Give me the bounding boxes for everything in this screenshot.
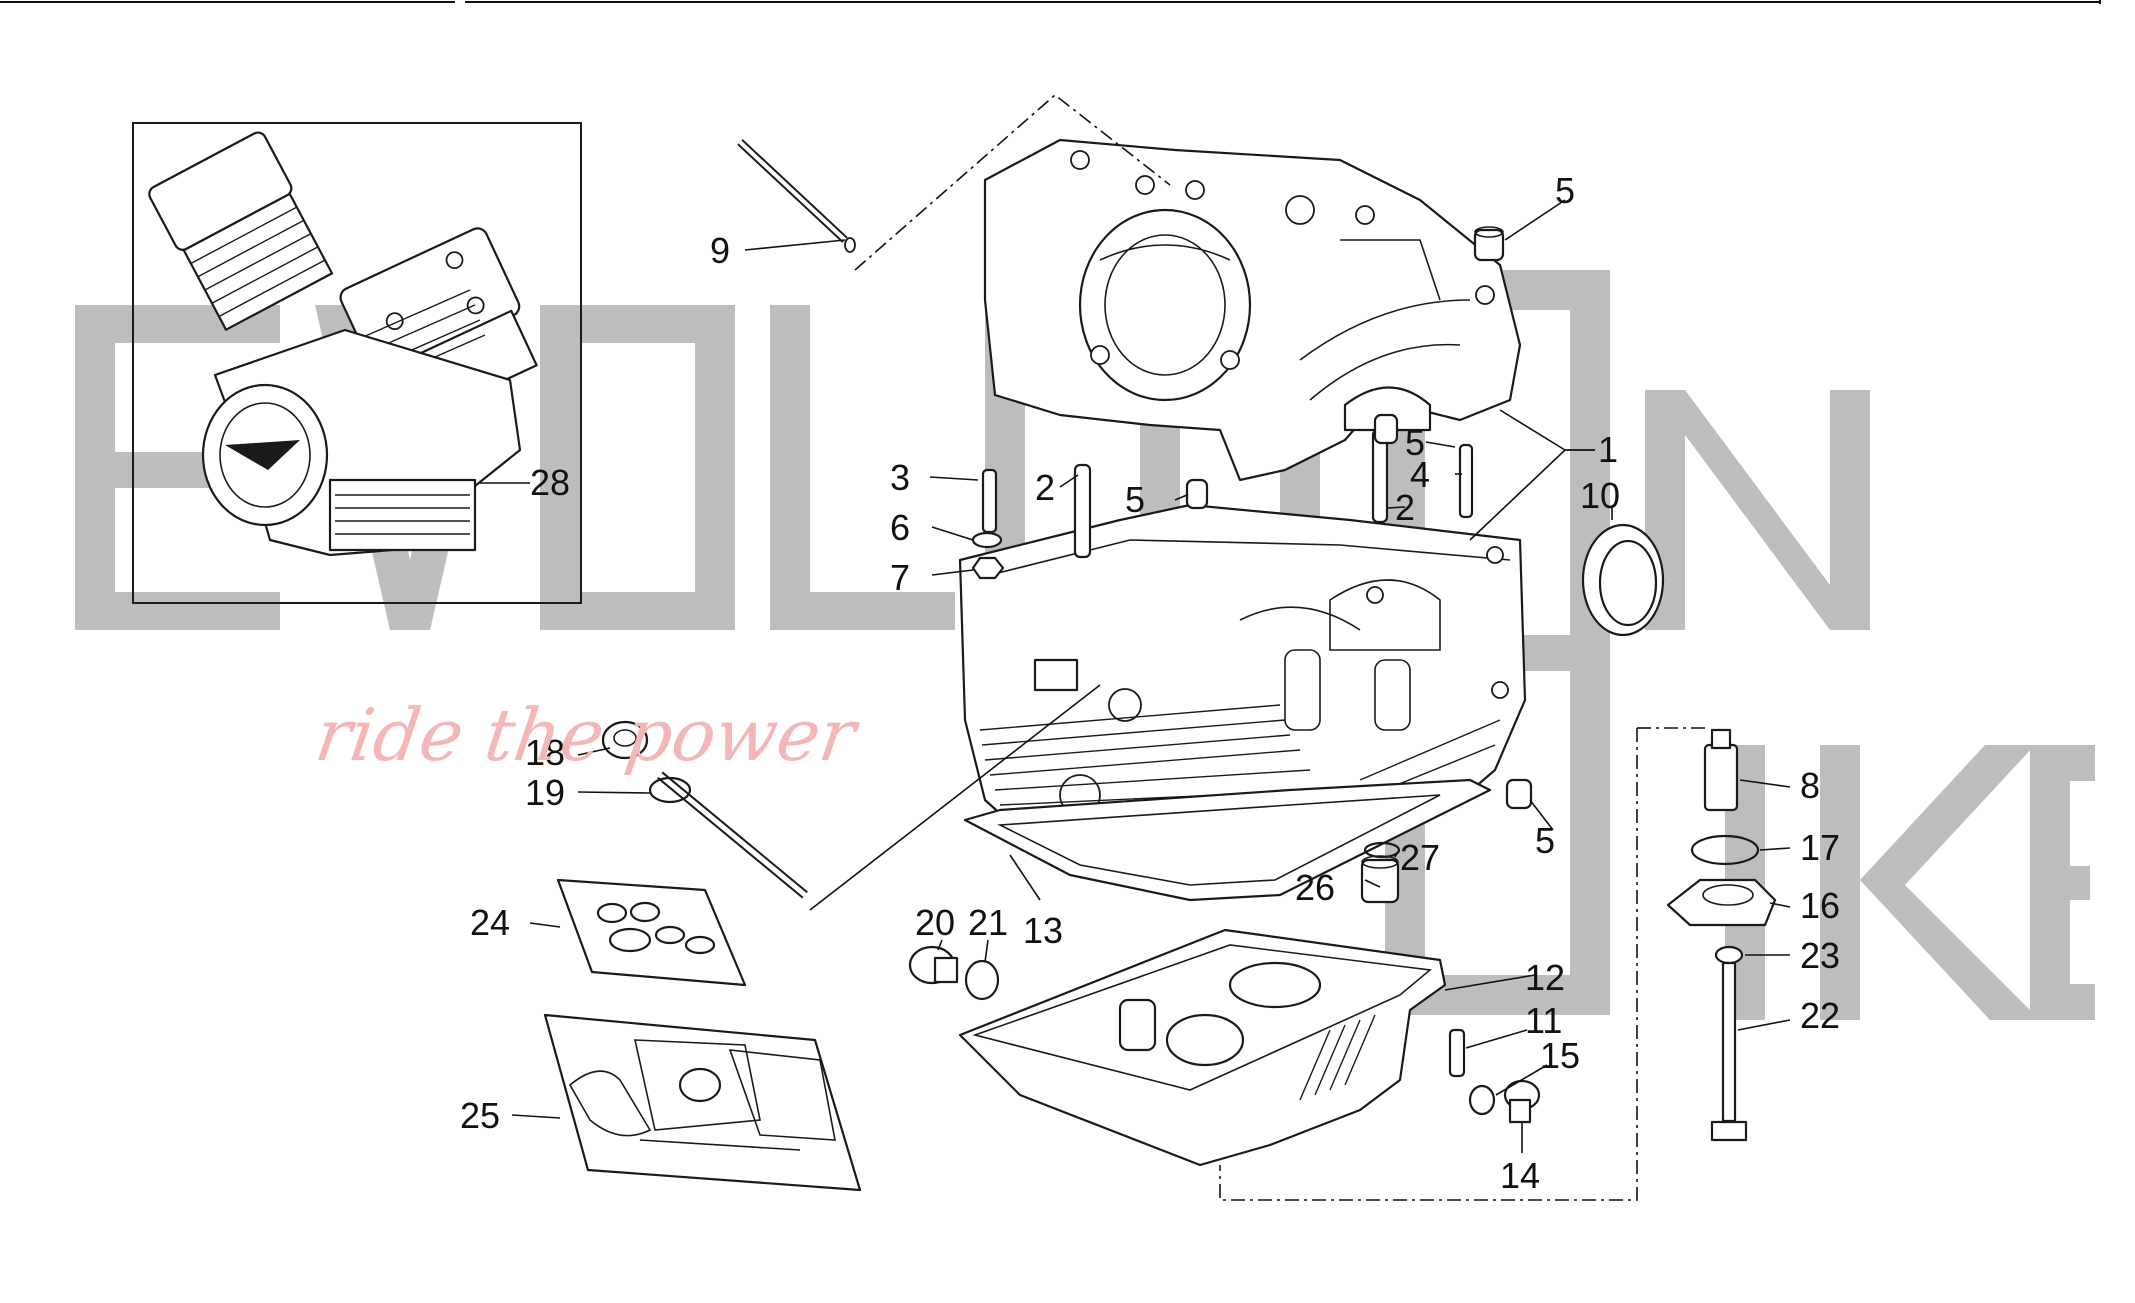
watermark-letter-l	[770, 305, 955, 630]
callout-1: 1	[1598, 429, 1618, 470]
engine-assembly-thumbnail	[132, 122, 582, 604]
header-rules	[0, 0, 2101, 4]
bolt-11	[1448, 1028, 1466, 1078]
stud-9	[737, 139, 856, 253]
gasket-kit-25	[543, 1013, 862, 1192]
callout-4: 4	[1410, 454, 1430, 495]
callout-17: 17	[1800, 827, 1840, 868]
bushing-5-top	[1473, 226, 1505, 262]
callout-21: 21	[968, 902, 1008, 943]
callout-15: 15	[1540, 1035, 1580, 1076]
oil-pickup-16	[1666, 878, 1777, 927]
o-ring-19	[648, 776, 692, 804]
callout-5: 5	[1125, 479, 1145, 520]
leader-lines	[480, 199, 1791, 1153]
watermark-letter-o	[540, 305, 735, 630]
watermark-letter-n	[1645, 390, 1870, 630]
assembly-guide-lines	[854, 93, 1710, 1201]
callout-23: 23	[1800, 935, 1840, 976]
washer-6	[971, 531, 1003, 549]
o-ring-kit-24	[556, 878, 747, 987]
bushing-5-right	[1505, 778, 1533, 810]
stud-3	[981, 468, 998, 534]
watermark-letter-e2	[2030, 745, 2095, 1020]
oil-seal-10	[1581, 523, 1665, 637]
oil-sump	[958, 928, 1447, 1167]
drain-plug-20	[908, 945, 959, 985]
dipstick-18	[601, 720, 808, 899]
sump-gasket	[963, 778, 1492, 902]
watermark-letter-k	[1820, 745, 2040, 1020]
callout-8: 8	[1800, 765, 1820, 806]
callout-5: 5	[1555, 170, 1575, 211]
bushing-5-left	[1185, 478, 1209, 510]
washer-21	[964, 959, 1000, 1001]
eagle-emblem-icon	[225, 440, 300, 470]
callout-18: 18	[525, 732, 565, 773]
plug-14	[1503, 1079, 1541, 1124]
callout-10: 10	[1580, 475, 1620, 516]
callout-2: 2	[1395, 487, 1415, 528]
sleeve-26	[1360, 855, 1400, 904]
callout-2: 2	[1035, 467, 1055, 508]
callout-12: 12	[1525, 957, 1565, 998]
callout-28: 28	[530, 462, 570, 503]
o-ring-17	[1690, 834, 1760, 866]
callout-11: 11	[1525, 1000, 1562, 1041]
callout-6: 6	[890, 507, 910, 548]
upper-crankcase	[983, 138, 1522, 482]
callout-24: 24	[470, 902, 510, 943]
callout-14: 14	[1500, 1155, 1540, 1196]
dowel-2-left	[1073, 463, 1092, 559]
nut-7	[971, 556, 1005, 580]
callout-labels: 1 2 2 3 4 5 5 5 5 6 7 8 9 10 11 12 13 14…	[460, 170, 1840, 1196]
callout-27: 27	[1400, 837, 1440, 878]
fitting-8	[1703, 728, 1739, 812]
callout-5: 5	[1405, 422, 1425, 463]
callout-13: 13	[1023, 910, 1063, 951]
callout-26: 26	[1295, 867, 1335, 908]
callout-3: 3	[890, 457, 910, 498]
callout-7: 7	[890, 557, 910, 598]
callout-19: 19	[525, 772, 565, 813]
stud-4	[1458, 443, 1474, 519]
callout-16: 16	[1800, 885, 1840, 926]
callout-20: 20	[915, 902, 955, 943]
callout-25: 25	[460, 1095, 500, 1136]
bolt-22	[1710, 961, 1748, 1142]
callout-9: 9	[710, 230, 730, 271]
watermark-tagline: ride the power	[311, 694, 865, 778]
callout-5: 5	[1535, 820, 1555, 861]
washer-15	[1468, 1084, 1496, 1116]
washer-23	[1714, 945, 1744, 965]
bushing-5-mid	[1373, 413, 1399, 445]
callout-22: 22	[1800, 995, 1840, 1036]
